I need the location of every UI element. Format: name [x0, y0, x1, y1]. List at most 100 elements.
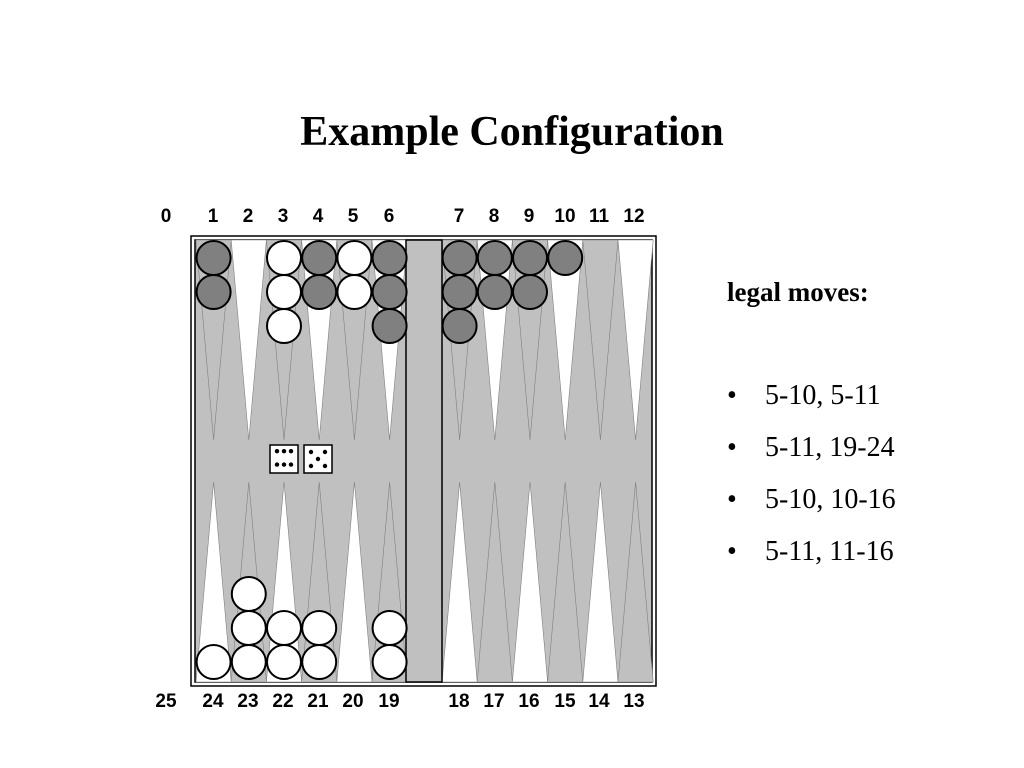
checker-light: [371, 644, 408, 680]
legal-move-item: • 5-11, 19-24: [727, 432, 896, 484]
legal-move-text: 5-11, 11-16: [765, 536, 894, 567]
bottom-label: 20: [342, 691, 363, 712]
bottom-label: 22: [272, 691, 293, 712]
bottom-label: 13: [623, 691, 644, 712]
bottom-label: 21: [307, 691, 329, 712]
bottom-label: 17: [483, 691, 504, 712]
bullet: •: [727, 536, 737, 567]
die-pip: [281, 448, 287, 454]
top-label: 3: [278, 206, 289, 227]
checker-light: [301, 644, 338, 680]
bottom-point-17: [476, 481, 513, 683]
checker-light: [336, 240, 373, 276]
board-outer-frame: [190, 235, 657, 687]
checker-dark: [441, 308, 478, 344]
bottom-label: 24: [202, 691, 224, 712]
checker-dark: [512, 240, 548, 276]
bottom-label: 15: [554, 691, 576, 712]
die-pip: [308, 449, 314, 455]
legal-move-text: 5-11, 19-24: [765, 432, 895, 463]
bottom-point-13: [617, 481, 654, 683]
checker-dark: [512, 274, 548, 310]
checker-dark: [547, 240, 584, 276]
bottom-label: 23: [237, 691, 258, 712]
checker-light: [266, 240, 302, 276]
checker-light: [266, 308, 302, 344]
checker-dark: [371, 274, 408, 310]
bottom-label: 14: [588, 691, 610, 712]
legal-moves-heading: legal moves:: [727, 277, 869, 307]
checker-dark: [301, 274, 338, 310]
die-pip: [274, 462, 280, 467]
checker-light: [266, 274, 302, 310]
checker-light: [266, 644, 302, 680]
checker-light: [266, 610, 302, 646]
bullet: •: [727, 380, 737, 411]
die-pip: [308, 463, 314, 469]
checker-light: [230, 576, 267, 612]
checker-dark: [371, 240, 408, 276]
bullet: •: [727, 432, 737, 463]
top-point-11: [582, 239, 619, 441]
top-point-2: [230, 239, 267, 441]
bottom-point-24: [195, 481, 232, 683]
die-pip: [288, 462, 294, 467]
checker-light: [230, 644, 267, 680]
die-pip: [315, 456, 321, 462]
top-label: 0: [161, 206, 172, 227]
bottom-point-15: [547, 481, 584, 683]
checker-dark: [195, 240, 232, 276]
bottom-label: 18: [448, 691, 469, 712]
bottom-label: 16: [518, 691, 539, 712]
checker-dark: [195, 274, 232, 310]
legal-move-text: 5-10, 10-16: [765, 484, 896, 515]
checker-dark: [476, 274, 513, 310]
top-label: 7: [454, 206, 465, 227]
checker-light: [230, 610, 267, 646]
top-label: 2: [243, 206, 254, 227]
checker-light: [371, 610, 408, 646]
bottom-point-16: [512, 481, 548, 683]
top-label: 12: [623, 206, 644, 227]
top-label: 4: [313, 206, 324, 227]
top-label: 8: [489, 206, 500, 227]
dice: [269, 444, 333, 474]
top-label: 1: [208, 206, 219, 227]
checker-light: [301, 610, 338, 646]
top-label: 6: [384, 206, 395, 227]
checker-light: [336, 274, 373, 310]
bottom-point-20: [336, 481, 373, 683]
top-label: 11: [589, 206, 610, 227]
checker-dark: [441, 274, 478, 310]
checker-dark: [441, 240, 478, 276]
bottom-point-18: [441, 481, 478, 683]
top-point-10: [547, 239, 584, 441]
bullet: •: [727, 484, 737, 515]
checkers: [195, 240, 584, 680]
legal-moves-list: • 5-10, 5-11 • 5-11, 19-24 • 5-10, 10-16 • 5-11…: [727, 380, 896, 588]
bottom-label: 19: [378, 691, 399, 712]
top-label: 5: [348, 206, 359, 227]
top-point-12: [617, 239, 654, 441]
legal-move-item: • 5-10, 10-16: [727, 484, 896, 536]
die-pip: [281, 462, 287, 467]
checker-dark: [476, 240, 513, 276]
legal-move-item: • 5-11, 11-16: [727, 536, 896, 588]
slide-title: Example Configuration: [300, 109, 724, 155]
die-pip: [322, 449, 328, 455]
bottom-point-14: [582, 481, 619, 683]
checker-dark: [301, 240, 338, 276]
die-pip: [288, 448, 294, 454]
die-pip: [322, 463, 328, 469]
legal-move-item: • 5-10, 5-11: [727, 380, 896, 432]
top-label: 10: [554, 206, 575, 227]
die-6: [269, 444, 299, 474]
legal-move-text: 5-10, 5-11: [765, 380, 881, 411]
checker-light: [195, 644, 232, 680]
die-pip: [274, 448, 280, 454]
board-bar: [405, 239, 443, 683]
top-label: 9: [524, 206, 535, 227]
